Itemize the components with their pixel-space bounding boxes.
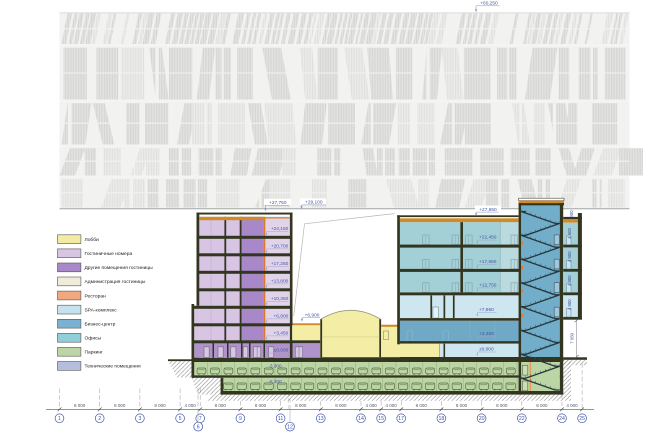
svg-text:Паркинг: Паркинг <box>85 350 104 356</box>
svg-text:7 950: 7 950 <box>570 332 575 343</box>
svg-text:14: 14 <box>358 416 364 422</box>
svg-text:8 000: 8 000 <box>114 403 126 408</box>
svg-text:24: 24 <box>559 416 565 422</box>
svg-text:Лобби: Лобби <box>85 237 100 243</box>
svg-text:8 000: 8 000 <box>536 403 548 408</box>
svg-text:+22,450: +22,450 <box>479 235 497 241</box>
svg-text:25: 25 <box>579 416 585 422</box>
svg-text:Офисы: Офисы <box>85 336 102 342</box>
svg-text:4 000: 4 000 <box>385 403 397 408</box>
svg-text:4 000: 4 000 <box>365 403 377 408</box>
svg-text:4 000: 4 000 <box>184 403 196 408</box>
svg-text:Другие помещения гостиницы: Другие помещения гостиницы <box>85 265 154 271</box>
svg-text:+3,450: +3,450 <box>479 331 494 337</box>
svg-text:22: 22 <box>519 416 525 422</box>
svg-text:±0,000: ±0,000 <box>274 348 289 354</box>
svg-text:2: 2 <box>98 416 101 422</box>
svg-text:8 000: 8 000 <box>335 403 347 408</box>
svg-text:4 800: 4 800 <box>567 275 572 286</box>
svg-text:-6,300: -6,300 <box>268 379 281 384</box>
svg-text:13: 13 <box>318 416 324 422</box>
svg-text:15: 15 <box>378 416 384 422</box>
svg-text:+20,700: +20,700 <box>271 243 289 249</box>
svg-text:4 600: 4 600 <box>567 228 572 239</box>
svg-text:12: 12 <box>287 424 293 430</box>
svg-text:SPA-комплекс: SPA-комплекс <box>85 307 118 313</box>
svg-text:Технические помещения: Технические помещения <box>85 364 141 370</box>
svg-text:5: 5 <box>179 416 182 422</box>
svg-text:11: 11 <box>278 416 283 422</box>
svg-text:18: 18 <box>439 416 445 422</box>
svg-text:4 000: 4 000 <box>566 403 578 408</box>
svg-text:4 800: 4 800 <box>567 299 572 310</box>
svg-text:+12,750: +12,750 <box>479 282 497 288</box>
svg-text:+10,350: +10,350 <box>271 296 289 302</box>
svg-text:+17,650: +17,650 <box>479 259 497 265</box>
svg-text:4 800: 4 800 <box>567 251 572 262</box>
svg-text:8 000: 8 000 <box>154 403 166 408</box>
svg-text:+60,250: +60,250 <box>480 1 498 7</box>
svg-text:+6,900: +6,900 <box>305 312 320 318</box>
svg-text:20: 20 <box>479 416 485 422</box>
svg-text:8 000: 8 000 <box>215 403 227 408</box>
svg-text:+29,100: +29,100 <box>305 200 323 206</box>
svg-text:1: 1 <box>58 416 61 422</box>
svg-text:+27,850: +27,850 <box>479 207 497 213</box>
svg-text:+13,800: +13,800 <box>271 278 289 284</box>
svg-text:+6,900: +6,900 <box>273 313 288 319</box>
svg-text:Бизнес-центр: Бизнес-центр <box>85 322 116 328</box>
svg-text:±0,000: ±0,000 <box>479 347 494 353</box>
svg-text:3: 3 <box>138 416 141 422</box>
svg-text:8 000: 8 000 <box>295 403 307 408</box>
svg-text:900: 900 <box>569 210 574 218</box>
svg-text:8 000: 8 000 <box>496 403 508 408</box>
svg-text:+3,450: +3,450 <box>273 330 288 336</box>
svg-text:6: 6 <box>197 424 200 430</box>
svg-text:+7,950: +7,950 <box>479 307 494 313</box>
svg-text:7: 7 <box>199 416 202 422</box>
svg-text:Гостиничные номера: Гостиничные номера <box>85 251 133 257</box>
svg-text:8 000: 8 000 <box>255 403 267 408</box>
svg-text:+17,250: +17,250 <box>271 261 289 267</box>
svg-text:8 000: 8 000 <box>74 403 86 408</box>
svg-text:8 000: 8 000 <box>416 403 428 408</box>
svg-text:-3,300: -3,300 <box>268 363 281 368</box>
svg-text:Ресторан: Ресторан <box>85 293 107 299</box>
svg-text:+24,150: +24,150 <box>271 226 289 232</box>
svg-text:+27,750: +27,750 <box>269 200 287 206</box>
svg-text:Администрация гостиницы: Администрация гостиницы <box>85 279 146 285</box>
svg-text:17: 17 <box>398 416 404 422</box>
svg-text:9: 9 <box>239 416 242 422</box>
svg-text:8 000: 8 000 <box>456 403 468 408</box>
